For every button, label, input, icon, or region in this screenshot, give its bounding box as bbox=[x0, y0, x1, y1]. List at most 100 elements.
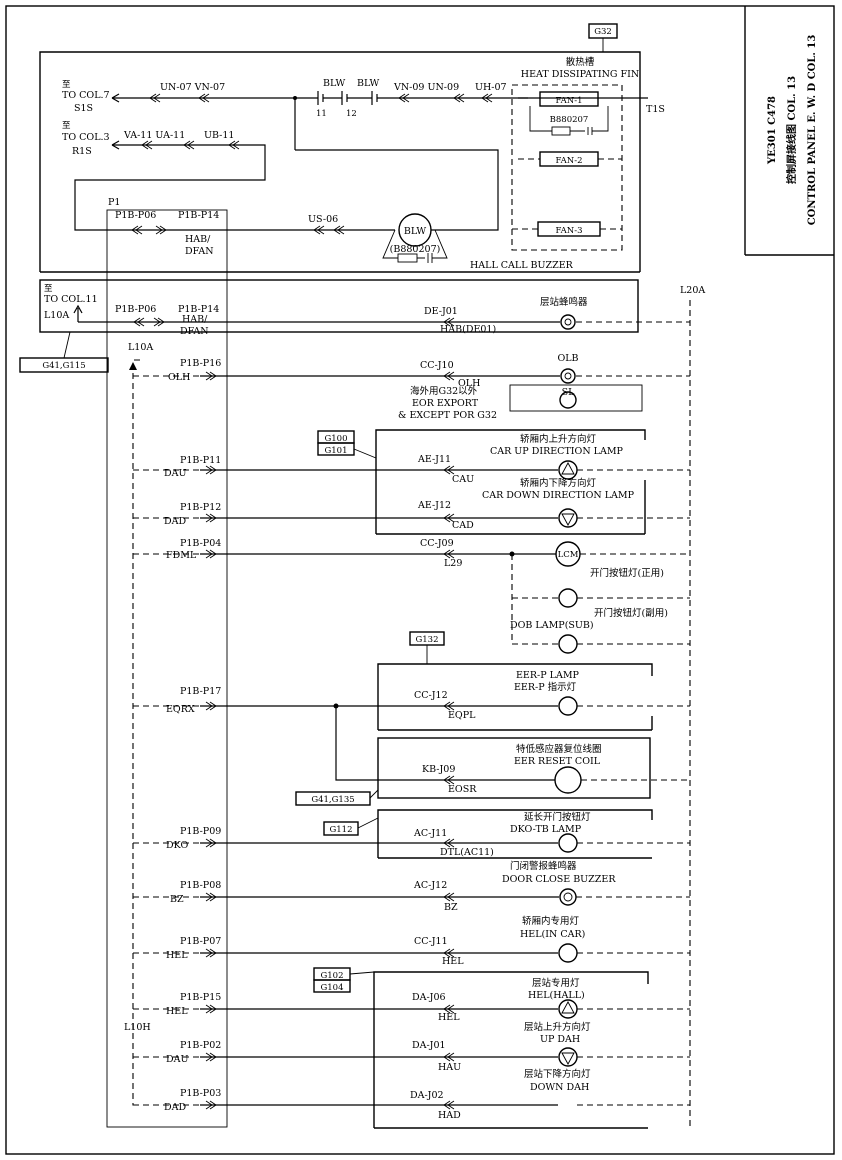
fan-2: FAN-2 bbox=[555, 156, 582, 166]
to-col3-cn: 至 bbox=[62, 121, 71, 131]
blw-contact-2: BLW bbox=[357, 78, 379, 89]
pin-p1b-p03: P1B-P03 bbox=[180, 1088, 221, 1099]
export-note-cn: 海外用G32以外 bbox=[410, 385, 478, 397]
l20a-label: L20A bbox=[680, 285, 705, 296]
row-eosr: 特低感应器复位线圈 EER RESET COIL KB-J09 EOSR G41… bbox=[295, 706, 690, 806]
to-col7-cn: 至 bbox=[62, 80, 71, 90]
ub11-label: UB-11 bbox=[204, 130, 234, 141]
l10a-top: L10A bbox=[44, 310, 69, 321]
row-fdml: P1B-P04 FDML CC-J09 L29 LCM 开门按钮灯(正用) 开门… bbox=[133, 538, 690, 654]
row-hel-hall: P1B-P15 HEL DA-J06 HEL bbox=[133, 992, 690, 1023]
hab-dfan-top: HAB/ bbox=[185, 234, 211, 245]
olb-label: OLB bbox=[557, 353, 578, 364]
row-bz: 门闭警报蜂鸣器 DOOR CLOSE BUZZER P1B-P08 BZ AC-… bbox=[133, 860, 690, 913]
olh-signal: OLH bbox=[168, 372, 190, 383]
dau-signal: DAU bbox=[164, 468, 186, 479]
hel-hall-en: HEL(HALL) bbox=[528, 990, 585, 1001]
row-dad: P1B-P12 DAD AE-J12 CAD bbox=[133, 500, 690, 531]
hall-buzzer-cn: 层站蜂鸣器 bbox=[540, 296, 588, 308]
dob-sub-cn: 开门按钮灯(副用) bbox=[594, 607, 668, 619]
coil-cn: 特低感应器复位线圈 bbox=[516, 743, 602, 755]
bz-wire: BZ bbox=[444, 902, 458, 913]
us06-label: US-06 bbox=[308, 214, 338, 225]
hall-buzzer-section: 至 TO COL.11 L10A P1B-P06 P1B-P14 HAB/ DF… bbox=[19, 279, 705, 373]
ref-g32: G32 bbox=[594, 27, 612, 37]
blw-motor: BLW bbox=[404, 226, 426, 237]
title-line-3: CONTROL PANEL E. W. D COL. 13 bbox=[807, 35, 818, 226]
dko-en: DKO-TB LAMP bbox=[510, 824, 582, 835]
p1-label: P1 bbox=[108, 197, 120, 208]
cc-j11: CC-J11 bbox=[414, 936, 448, 947]
va11-ua11: VA-11 UA-11 bbox=[123, 130, 185, 141]
pin-p1b-p15: P1B-P15 bbox=[180, 992, 221, 1003]
ac-j12: AC-J12 bbox=[413, 880, 447, 891]
olh-wire: OLH bbox=[458, 378, 480, 389]
eqrx-signal: EQRX bbox=[166, 704, 195, 715]
s1s-label: S1S bbox=[74, 103, 93, 114]
bz-signal: BZ bbox=[170, 894, 184, 905]
pin-p1b-p09: P1B-P09 bbox=[180, 826, 221, 837]
da-j06: DA-J06 bbox=[412, 992, 446, 1003]
eosr-wire: EOSR bbox=[448, 784, 477, 795]
pin-p1b-p07: P1B-P07 bbox=[180, 936, 221, 947]
eqpl-wire: EQPL bbox=[448, 710, 476, 721]
blw-contact-1: BLW bbox=[323, 78, 345, 89]
row-eqrx: G132 EER-P LAMP EER-P 指示灯 P1B-P17 EQRX C… bbox=[133, 631, 690, 731]
row-dau: P1B-P11 DAU AE-J11 CAU bbox=[133, 454, 690, 485]
to-col7: TO COL.7 bbox=[62, 90, 110, 101]
ref-g101: G101 bbox=[324, 446, 347, 456]
hau-wire: HAU bbox=[438, 1062, 461, 1073]
pin-p1b-p12: P1B-P12 bbox=[180, 502, 221, 513]
p1b-p14-top: P1B-P14 bbox=[178, 210, 219, 221]
hel-hall-cn: 层站专用灯 bbox=[532, 977, 580, 989]
ref-g41-g115: G41,G115 bbox=[42, 361, 85, 371]
da-j02: DA-J02 bbox=[410, 1090, 444, 1101]
export-note-en2: & EXCEPT POR G32 bbox=[398, 410, 497, 421]
l10a-bus bbox=[132, 359, 140, 1106]
fan1-cap-code: B880207 bbox=[550, 115, 589, 125]
title-block: YE301 C478 控制屏接线图 COL. 13 CONTROL PANEL … bbox=[744, 6, 834, 256]
ac-j11: AC-J11 bbox=[413, 828, 447, 839]
hab-de01: HAB(DE01) bbox=[440, 324, 496, 335]
de-j01: DE-J01 bbox=[424, 306, 458, 317]
heat-fin-cn: 散热槽 bbox=[566, 56, 595, 68]
p1b-p14-sec2: P1B-P14 bbox=[178, 304, 219, 315]
to-col11: TO COL.11 bbox=[44, 294, 98, 305]
dad-signal: DAD bbox=[164, 516, 186, 527]
kb-j09: KB-J09 bbox=[422, 764, 455, 775]
down-dah-cn: 层站下降方向灯 bbox=[524, 1068, 591, 1080]
ref-g41-g135: G41,G135 bbox=[311, 795, 354, 805]
pin-p1b-p04: P1B-P04 bbox=[180, 538, 221, 549]
contact-12: 12 bbox=[346, 109, 357, 119]
pin-p1b-p08: P1B-P08 bbox=[180, 880, 221, 891]
pin-p1b-p02: P1B-P02 bbox=[180, 1040, 221, 1051]
pin-p1b-p11: P1B-P11 bbox=[180, 455, 221, 466]
l10a-bus-label: L10A bbox=[128, 342, 153, 353]
hab-sec2: HAB/ bbox=[182, 314, 208, 325]
to-col3: TO COL.3 bbox=[62, 132, 110, 143]
lcm-label: LCM bbox=[558, 550, 579, 560]
car-up-cn: 轿厢内上升方向灯 bbox=[520, 433, 597, 445]
hel-car-en: HEL(IN CAR) bbox=[520, 929, 585, 940]
hel-car-wire: HEL bbox=[442, 956, 464, 967]
to-col11-cn: 至 bbox=[44, 284, 53, 294]
dad-hall-signal: DAD bbox=[164, 1102, 186, 1113]
row-dko: G112 延长开门按钮灯 DKO-TB LAMP P1B-P09 DKO AC-… bbox=[133, 809, 690, 859]
car-up-en: CAR UP DIRECTION LAMP bbox=[490, 446, 624, 457]
up-dah-en: UP DAH bbox=[540, 1034, 580, 1045]
dob-main-cn: 开门按钮灯(正用) bbox=[590, 567, 664, 579]
l29-wire: L29 bbox=[444, 558, 462, 569]
eer-lamp-en: EER-P LAMP bbox=[516, 670, 580, 681]
eer-lamp-cn: EER-P 指示灯 bbox=[514, 681, 577, 693]
export-note-en1: EOR EXPORT bbox=[412, 398, 479, 409]
bz-en: DOOR CLOSE BUZZER bbox=[502, 874, 616, 885]
cad-wire: CAD bbox=[452, 520, 474, 531]
heat-fin-en: HEAT DISSIPATING FIN bbox=[521, 69, 639, 80]
cc-j09: CC-J09 bbox=[420, 538, 454, 549]
up-dah-cn: 层站上升方向灯 bbox=[524, 1021, 591, 1033]
p1b-p06-sec2: P1B-P06 bbox=[115, 304, 156, 315]
uh07-label: UH-07 bbox=[475, 82, 507, 93]
bz-cn: 门闭警报蜂鸣器 bbox=[510, 860, 577, 872]
dau-hall-signal: DAU bbox=[166, 1054, 188, 1065]
